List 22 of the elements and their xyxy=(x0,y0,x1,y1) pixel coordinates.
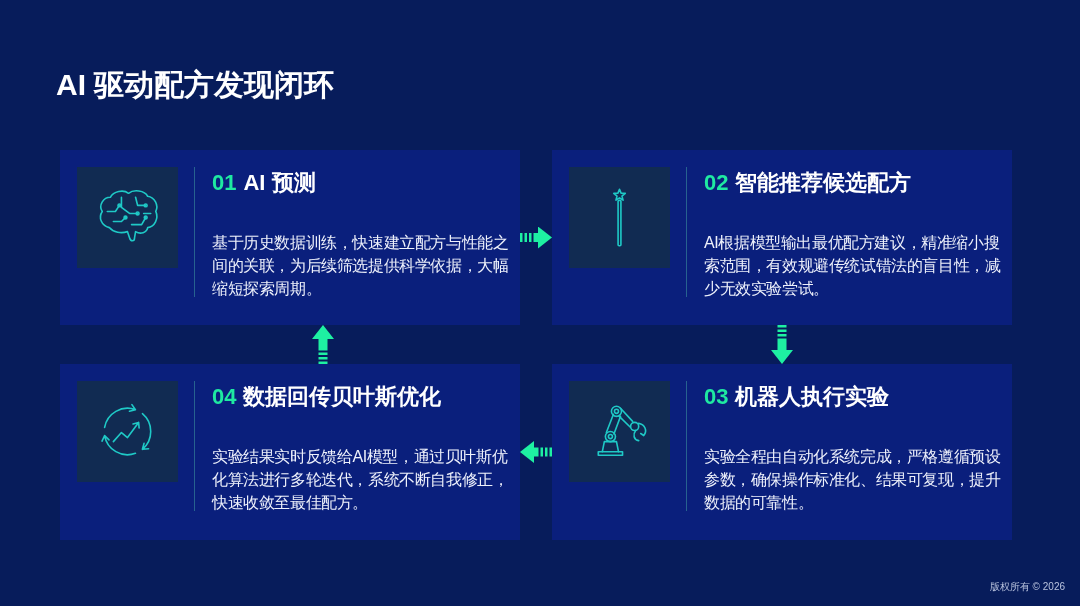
step-card xyxy=(60,150,520,325)
step-description: 实验全程由自动化系统完成，严格遵循预设参数，确保操作标准化、结果可复现，提升数据的可靠性。 xyxy=(704,447,1002,513)
arrow xyxy=(771,325,793,364)
step-description: 实验结果实时反馈给AI模型，通过贝叶斯优化算法进行多轮迭代，系统不断自我修正，快速收敛至最佳配方。 xyxy=(212,447,510,513)
arrow xyxy=(520,441,552,463)
step-card xyxy=(552,364,1012,540)
step-description: 基于历史数据训练，快速建立配方与性能之间的关联，为后续筛选提供科学依据，大幅缩短探索周期。 xyxy=(212,233,510,299)
arrow xyxy=(312,325,334,364)
step-title: 智能推荐候选配方 xyxy=(735,170,912,195)
page-title: AI 驱动配方发现闭环 xyxy=(56,67,335,103)
arrow xyxy=(520,226,552,249)
step-number: 01 xyxy=(212,170,237,195)
step-number: 04 xyxy=(212,384,237,409)
copyright-note: 版权所有 © 2026 xyxy=(989,581,1065,593)
step-title: 数据回传贝叶斯优化 xyxy=(243,384,442,409)
step-title: 机器人执行实验 xyxy=(735,384,890,409)
step-card xyxy=(60,364,520,540)
step-number: 03 xyxy=(704,384,729,409)
step-description: AI根据模型输出最优配方建议，精准缩小搜索范围，有效规避传统试错法的盲目性，减少无效实验尝试。 xyxy=(704,233,1002,299)
step-card xyxy=(552,150,1012,325)
step-title: AI 预测 xyxy=(243,170,316,195)
step-number: 02 xyxy=(704,170,729,195)
